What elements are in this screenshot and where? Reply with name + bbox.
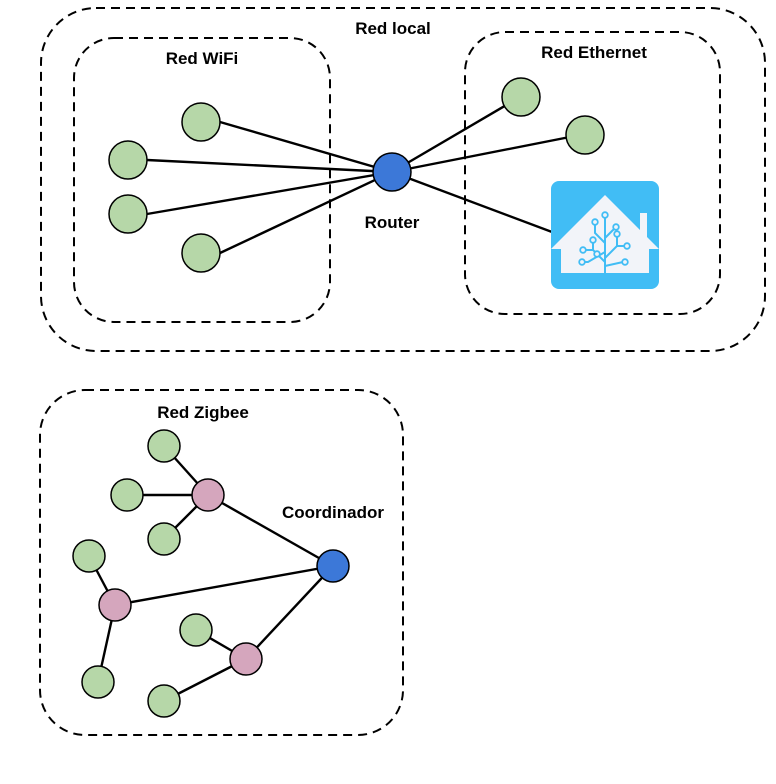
zigbee-edge	[245, 565, 334, 660]
ethernet-device	[501, 77, 541, 117]
edge-wifi-3	[146, 170, 393, 216]
zigbee-edge	[207, 493, 334, 568]
edge-eth-2	[391, 132, 586, 174]
zigbee-end-device	[147, 522, 181, 556]
edge-wifi-4	[219, 170, 393, 255]
wifi-device	[108, 194, 148, 234]
zone-label-local: Red local	[355, 19, 431, 38]
zigbee-router	[191, 478, 225, 512]
wifi-device	[108, 140, 148, 180]
wifi-device	[181, 233, 221, 273]
coordinator-label: Coordinador	[282, 503, 384, 522]
zigbee-router	[98, 588, 132, 622]
edge-eth-1	[391, 95, 521, 174]
zigbee-edge	[114, 564, 334, 607]
zone-label-wifi: Red WiFi	[166, 49, 239, 68]
coordinator-node	[316, 549, 350, 583]
edge-eth-ha	[391, 170, 553, 234]
zigbee-end-device	[179, 613, 213, 647]
zigbee-end-device	[147, 429, 181, 463]
zone-red-local	[40, 7, 766, 352]
router-label: Router	[365, 213, 420, 232]
zigbee-end-device	[72, 539, 106, 573]
edge-wifi-2	[146, 158, 393, 174]
router-node	[372, 152, 412, 192]
zigbee-router	[229, 642, 263, 676]
local-edges	[146, 95, 586, 255]
ethernet-device	[565, 115, 605, 155]
zigbee-end-device	[110, 478, 144, 512]
zigbee-end-device	[147, 684, 181, 718]
zone-red-wifi	[73, 37, 331, 323]
zone-label-zigbee: Red Zigbee	[157, 403, 249, 422]
zigbee-end-device	[81, 665, 115, 699]
home-assistant-icon	[551, 181, 659, 289]
zone-red-ethernet	[464, 31, 721, 315]
edge-wifi-1	[219, 120, 393, 174]
wifi-device	[181, 102, 221, 142]
zone-red-zigbee	[39, 389, 404, 736]
zone-label-ethernet: Red Ethernet	[541, 43, 647, 62]
